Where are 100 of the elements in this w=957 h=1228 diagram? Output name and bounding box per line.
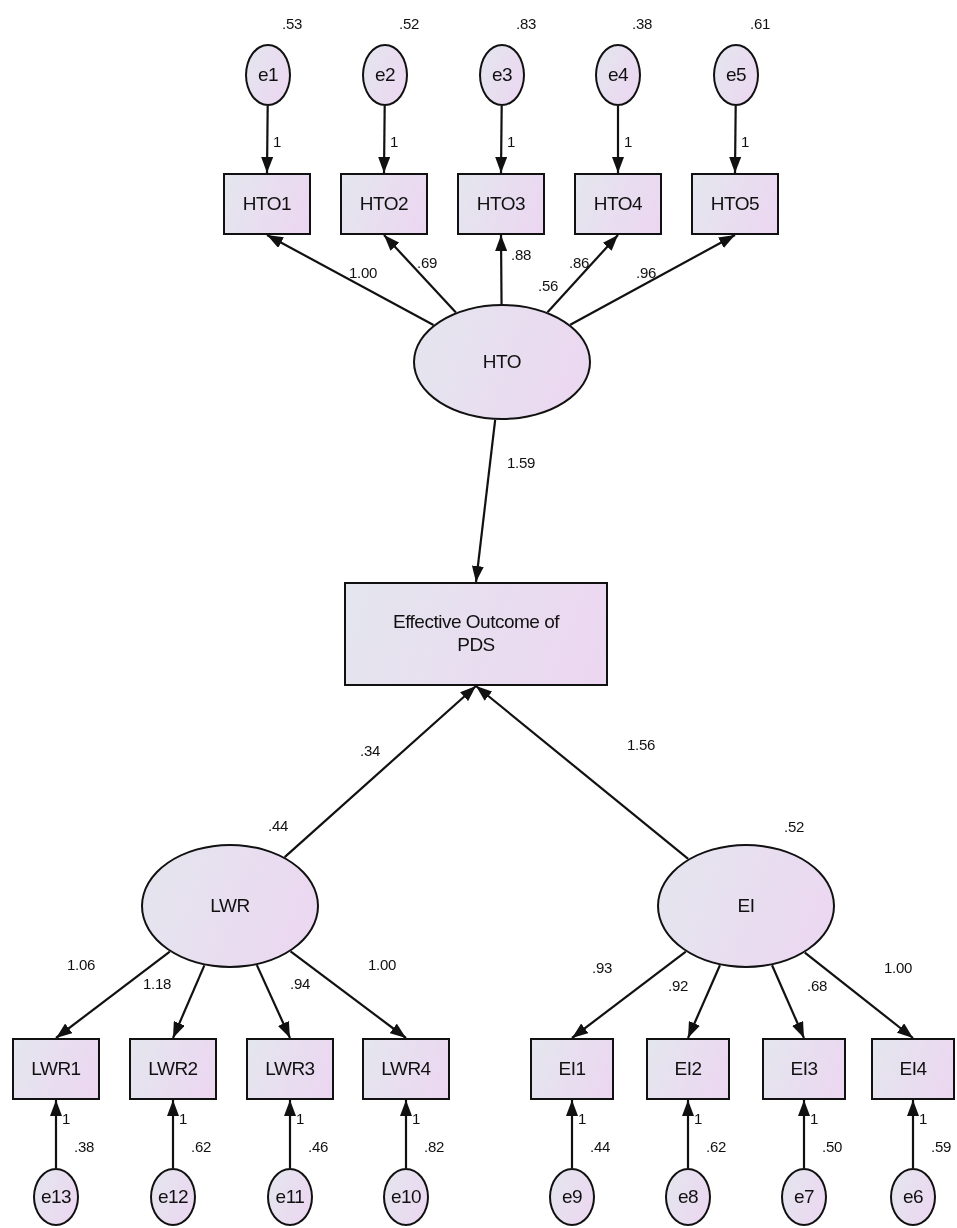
node-label: HTO1: [242, 192, 292, 216]
variance-value: .38: [632, 14, 652, 32]
variance-value: .83: [516, 14, 536, 32]
node-label: e3: [491, 63, 513, 87]
error-circle: [267, 1168, 313, 1226]
outcome-box: [344, 582, 608, 686]
path-arrow: [400, 1100, 412, 1168]
path-arrow: [571, 950, 687, 1039]
node-label: e1: [257, 63, 279, 87]
variable-box: [246, 1038, 334, 1100]
error-circle: [33, 1168, 79, 1226]
path-arrow: [283, 685, 477, 858]
path-arrow: [804, 951, 914, 1039]
variance-value: .61: [750, 14, 770, 32]
variable-box: [530, 1038, 614, 1100]
variance-value: .44: [268, 816, 288, 834]
path-coefficient: 1.00: [884, 958, 912, 976]
node-label: e10: [390, 1185, 422, 1209]
path-coefficient: 1.06: [67, 955, 95, 973]
path-coefficient: 1: [578, 1109, 586, 1127]
path-arrow: [383, 234, 457, 314]
variable-box: [691, 173, 779, 235]
error-circle: [781, 1168, 827, 1226]
variable-box: [574, 173, 662, 235]
node-label: e4: [607, 63, 629, 87]
error-circle: [150, 1168, 196, 1226]
path-coefficient: 1: [624, 132, 632, 150]
path-coefficient: .34: [360, 741, 380, 759]
node-label: LWR2: [148, 1057, 198, 1081]
path-coefficient: 1: [179, 1109, 187, 1127]
node-label: EI2: [674, 1057, 702, 1081]
variable-box: [340, 173, 428, 235]
path-coefficient: 1: [507, 132, 515, 150]
variance-value: .62: [706, 1137, 726, 1155]
error-circle: [362, 44, 408, 106]
error-circle: [245, 44, 291, 106]
node-label: e8: [677, 1185, 699, 1209]
node-label: HTO4: [593, 192, 643, 216]
node-label: EI4: [899, 1057, 927, 1081]
variance-value: .62: [191, 1137, 211, 1155]
path-coefficient: .86: [569, 253, 589, 271]
path-coefficient: .68: [807, 976, 827, 994]
error-circle: [665, 1168, 711, 1226]
node-label: e13: [40, 1185, 72, 1209]
path-coefficient: 1: [810, 1109, 818, 1127]
path-coefficient: .93: [592, 958, 612, 976]
variance-value: .38: [74, 1137, 94, 1155]
path-arrow: [729, 106, 742, 173]
variance-value: .46: [308, 1137, 328, 1155]
path-coefficient: 1: [694, 1109, 702, 1127]
node-label: HTO5: [710, 192, 760, 216]
path-arrow: [378, 106, 391, 173]
variance-value: .52: [784, 817, 804, 835]
path-coefficient: 1.56: [627, 735, 655, 753]
variable-box: [129, 1038, 217, 1100]
path-coefficient: 1: [412, 1109, 420, 1127]
error-circle: [713, 44, 759, 106]
path-arrow: [612, 106, 624, 173]
path-arrow: [907, 1100, 919, 1168]
path-coefficient: 1.59: [507, 453, 535, 471]
path-coefficient: .88: [511, 245, 531, 263]
path-arrow: [289, 950, 407, 1039]
variable-box: [762, 1038, 846, 1100]
variable-box: [871, 1038, 955, 1100]
variance-value: .59: [931, 1137, 951, 1155]
path-coefficient: 1: [919, 1109, 927, 1127]
path-coefficient: 1.00: [368, 955, 396, 973]
error-circle: [549, 1168, 595, 1226]
variance-value: .56: [538, 276, 558, 294]
path-coefficient: 1: [273, 132, 281, 150]
path-arrow: [167, 1100, 179, 1168]
path-arrow: [682, 1100, 694, 1168]
variance-value: .82: [424, 1137, 444, 1155]
node-label: HTO: [482, 350, 522, 374]
path-coefficient: 1: [390, 132, 398, 150]
node-label: HTO2: [359, 192, 409, 216]
node-label: e12: [157, 1185, 189, 1209]
variance-value: .52: [399, 14, 419, 32]
path-arrow: [50, 1100, 62, 1168]
path-arrow: [495, 235, 508, 304]
path-arrow: [566, 1100, 578, 1168]
path-coefficient: 1: [741, 132, 749, 150]
path-arrow: [798, 1100, 810, 1168]
node-label: LWR3: [265, 1057, 315, 1081]
node-label: e5: [725, 63, 747, 87]
path-coefficient: 1.00: [349, 263, 377, 281]
variable-box: [457, 173, 545, 235]
variance-value: .50: [822, 1137, 842, 1155]
variable-box: [646, 1038, 730, 1100]
variable-box: [12, 1038, 100, 1100]
node-label: Effective Outcome of PDS: [392, 611, 561, 657]
node-label: LWR: [210, 894, 250, 918]
node-label: EI: [737, 894, 755, 918]
path-arrow: [261, 106, 274, 173]
node-label: LWR4: [381, 1057, 431, 1081]
variable-box: [362, 1038, 450, 1100]
variance-value: .53: [282, 14, 302, 32]
path-coefficient: .69: [417, 253, 437, 271]
node-label: e6: [902, 1185, 924, 1209]
path-coefficient: .92: [668, 976, 688, 994]
